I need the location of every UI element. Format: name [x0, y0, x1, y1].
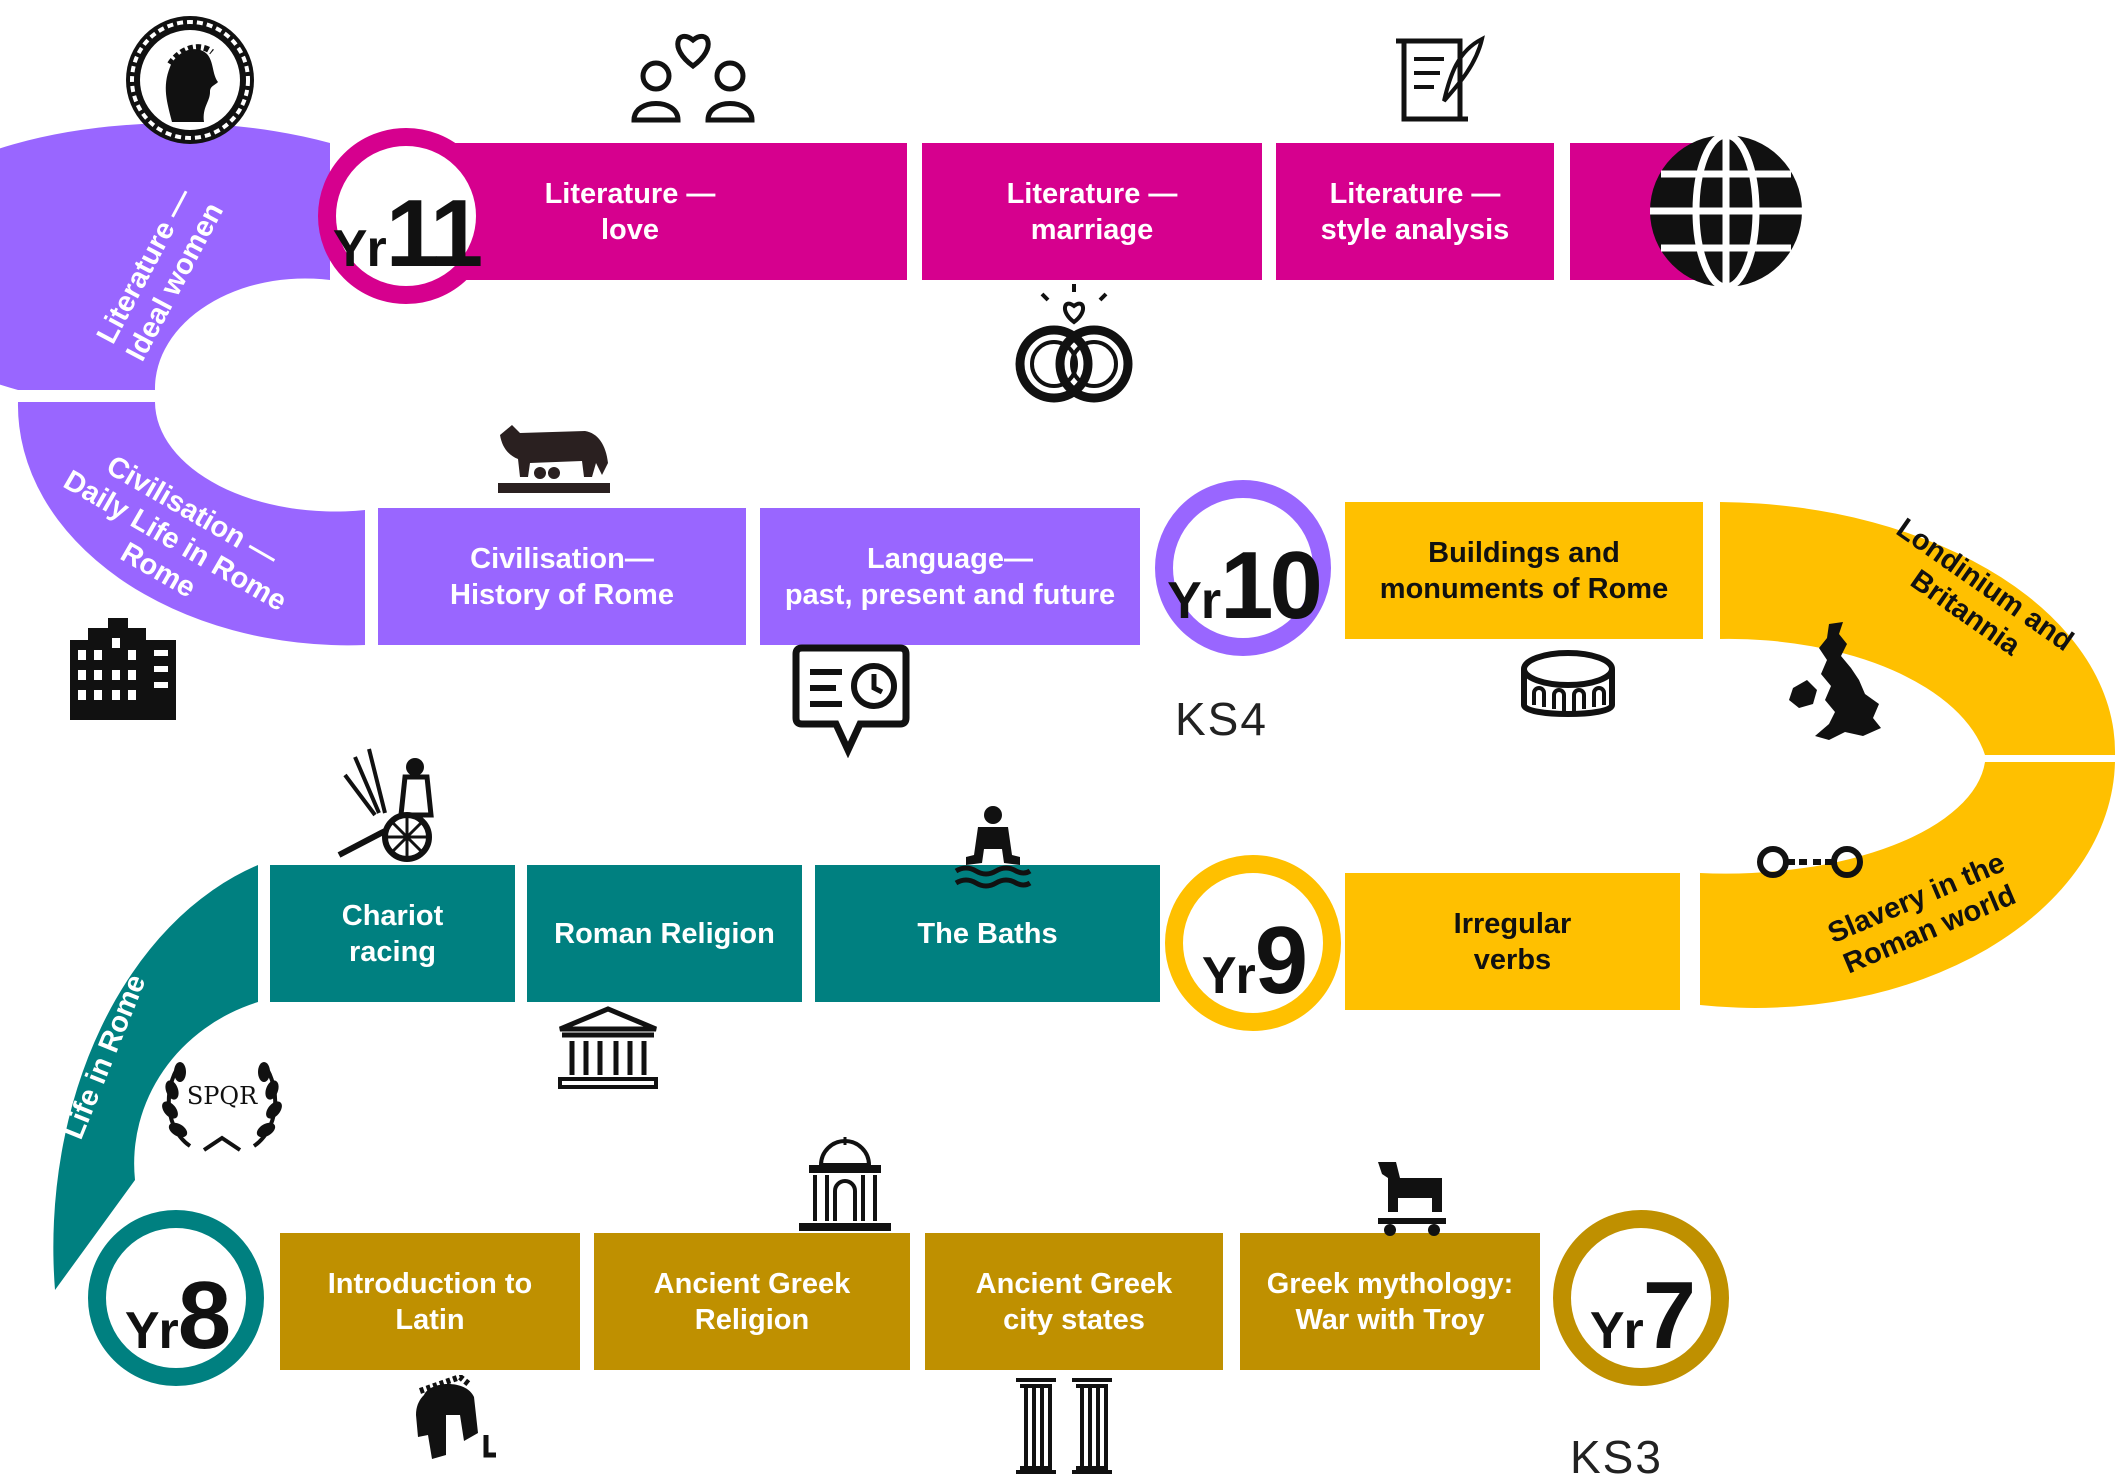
scroll-quill-icon — [1388, 35, 1488, 127]
apartment-building-icon — [68, 610, 178, 722]
yr9-band-teal-3 — [270, 865, 515, 1002]
topic-greek-mythology: Greek mythology: War with Troy — [1266, 1267, 1514, 1336]
wedding-rings-icon — [1012, 282, 1136, 406]
year-prefix: Yr — [124, 1302, 179, 1360]
year-prefix: Yr — [1589, 1302, 1644, 1360]
chariot-icon — [335, 745, 457, 863]
coin-portrait-icon — [122, 12, 258, 148]
yr10-band-3 — [1345, 502, 1703, 639]
yr8-curve — [53, 865, 258, 1290]
yr10-curve — [17, 402, 366, 646]
topic-literature-marriage: Literature — marriage — [1006, 177, 1178, 246]
topic-buildings: Buildings and monuments of Rome — [1379, 536, 1669, 605]
topic-literature-love: Literature — love — [544, 177, 716, 246]
key-stage-4-label: KS4 — [1175, 693, 1268, 745]
columns-icon — [1012, 1372, 1116, 1482]
yr10-band-1 — [378, 508, 746, 645]
year-prefix: Yr — [1167, 572, 1221, 630]
spqr-wreath-icon: SPQR — [160, 1050, 284, 1160]
year-prefix: Yr — [1201, 947, 1256, 1005]
speech-clock-icon — [790, 642, 912, 758]
yr8-band-1 — [280, 1233, 580, 1370]
topic-irregular-verbs: Irregular verbs — [1453, 907, 1572, 976]
year-prefix: Yr — [332, 220, 387, 278]
temple-icon — [556, 1005, 660, 1089]
year-number: 8 — [177, 1262, 231, 1369]
year-number: 10 — [1220, 532, 1323, 639]
helmet-icon — [400, 1375, 504, 1465]
trojan-horse-icon — [1372, 1158, 1452, 1238]
handcuffs-icon — [1755, 838, 1865, 884]
yr8-band-4 — [1240, 1233, 1540, 1370]
topic-civilisation-history: Civilisation— History of Rome — [450, 542, 674, 611]
key-stage-3-label: KS3 — [1570, 1431, 1663, 1483]
yr11-curve — [0, 123, 330, 390]
year-number: 9 — [1254, 907, 1308, 1014]
topic-chariot-racing: Chariot racing — [341, 899, 444, 968]
colosseum-icon — [1518, 645, 1618, 729]
yr11-band-3 — [1276, 143, 1554, 280]
yr8-band-3 — [925, 1233, 1223, 1370]
she-wolf-statue-icon — [490, 415, 615, 497]
yr9-right-curve — [1700, 762, 2115, 1008]
yr9-band-teal-2 — [527, 865, 802, 1002]
topic-roman-religion: Roman Religion — [554, 917, 775, 950]
couple-love-icon — [628, 18, 758, 128]
yr11-band-2 — [922, 143, 1262, 280]
topic-baths: The Baths — [917, 917, 1058, 950]
yr10-band-2 — [760, 508, 1140, 645]
yr10-right-curve — [1720, 502, 2116, 755]
topic-greek-city-states: Ancient Greek city states — [975, 1267, 1173, 1336]
bather-icon — [952, 805, 1034, 891]
topic-literature-style: Literature — style analysis — [1320, 177, 1510, 246]
topic-language: Language— past, present and future — [784, 542, 1116, 611]
globe-icon — [1645, 130, 1807, 292]
topic-intro-latin: Introduction to Latin — [327, 1267, 533, 1336]
yr8-band-2 — [594, 1233, 910, 1370]
britain-map-icon — [1785, 620, 1885, 750]
svg-text:SPQR: SPQR — [187, 1082, 258, 1110]
year-number: 7 — [1642, 1262, 1696, 1369]
greek-temple-icon — [795, 1135, 895, 1235]
topic-greek-religion: Ancient Greek Religion — [653, 1267, 851, 1336]
year-number: 11 — [385, 180, 484, 287]
yr9-band-gold — [1345, 873, 1680, 1010]
